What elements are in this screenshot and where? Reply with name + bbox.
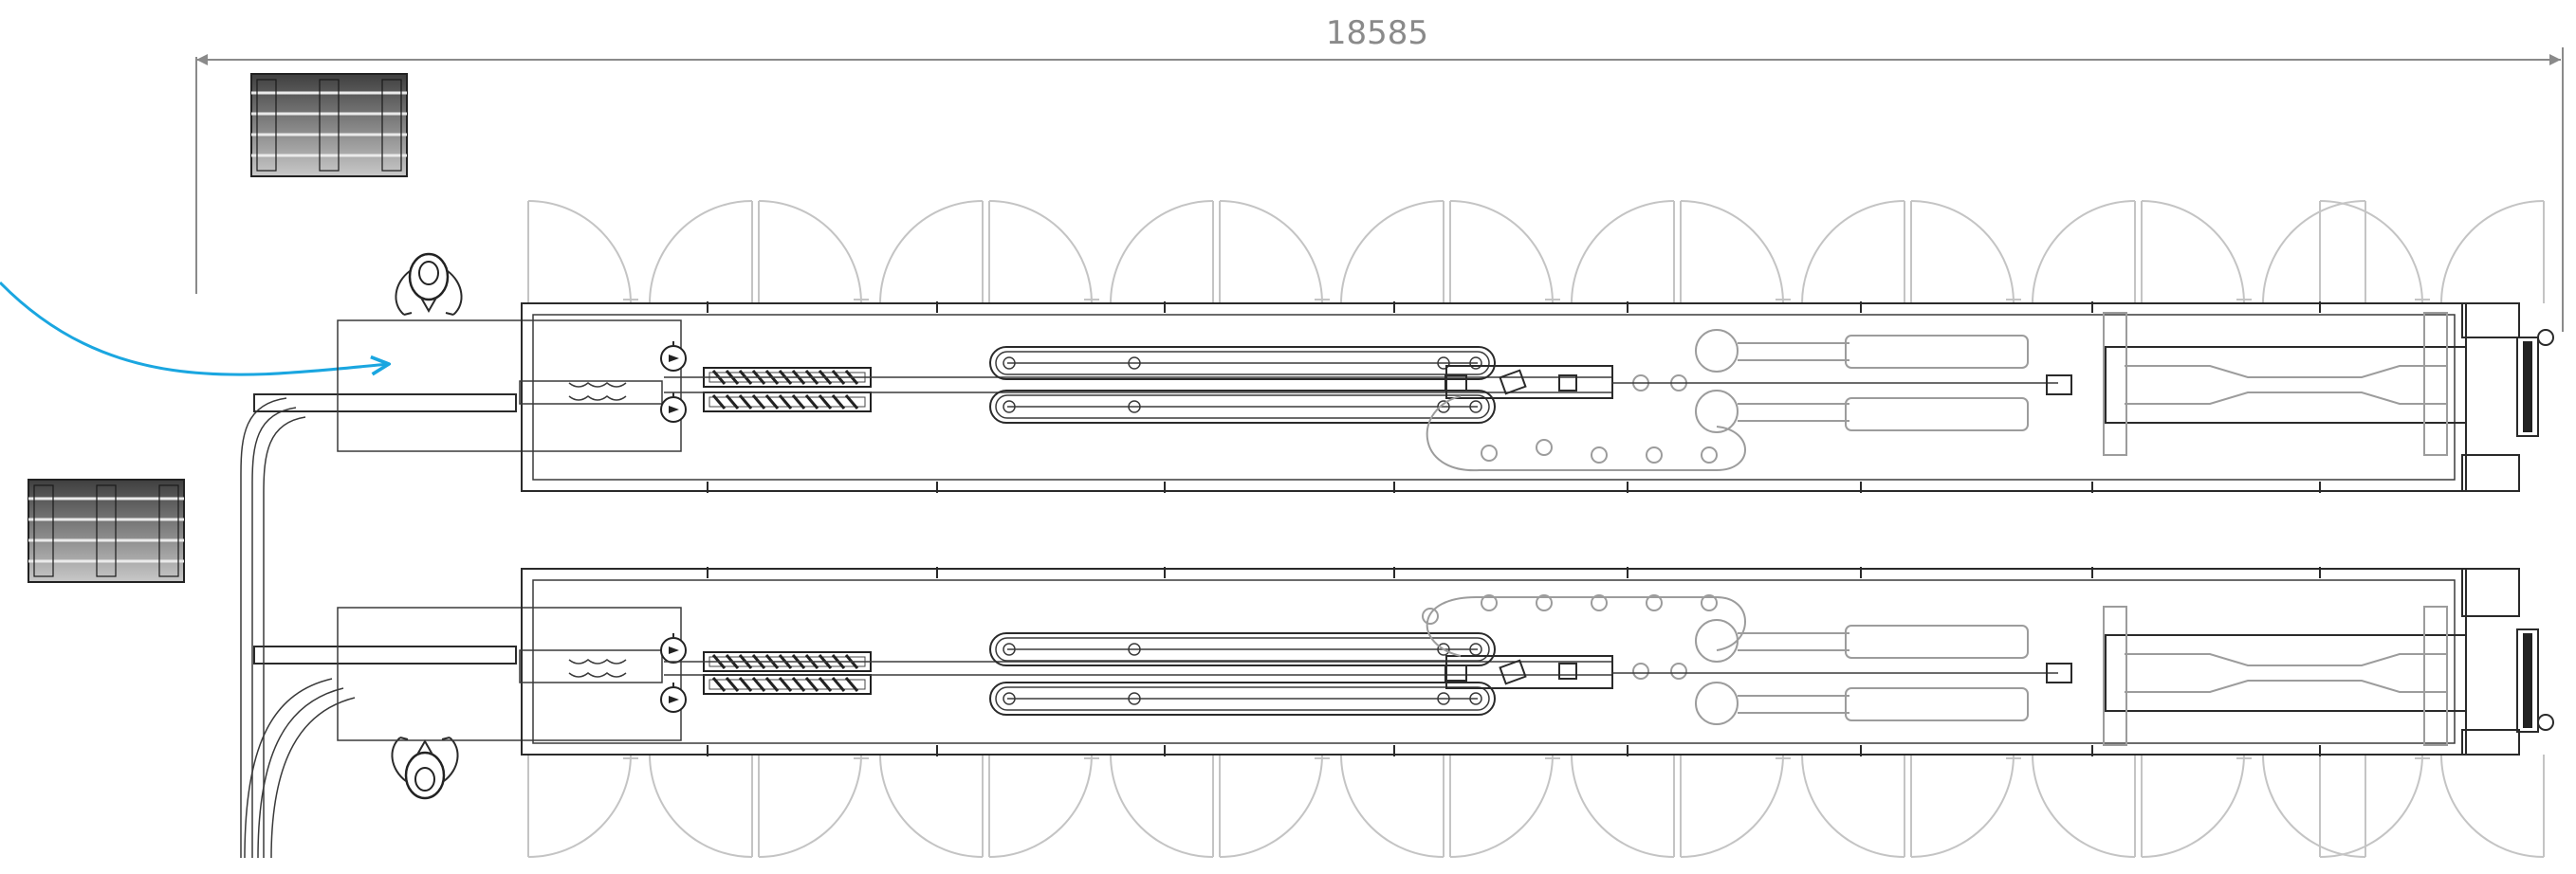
- operator-icon: [395, 252, 463, 317]
- safety-door-icon: [527, 200, 2545, 304]
- safety-door-icon: [527, 754, 2545, 858]
- infeed-pipes: [240, 319, 682, 859]
- flow-arrow-icon: [0, 281, 389, 376]
- overall-dimension: 18585: [195, 14, 2564, 332]
- pallet-icon: [27, 478, 186, 584]
- pallet-icon: [249, 72, 409, 178]
- operator-icon: [391, 736, 459, 800]
- dimension-label: 18585: [1326, 14, 1428, 52]
- extruder-line-icon: [519, 301, 2554, 493]
- extruder-line-icon: [519, 567, 2554, 756]
